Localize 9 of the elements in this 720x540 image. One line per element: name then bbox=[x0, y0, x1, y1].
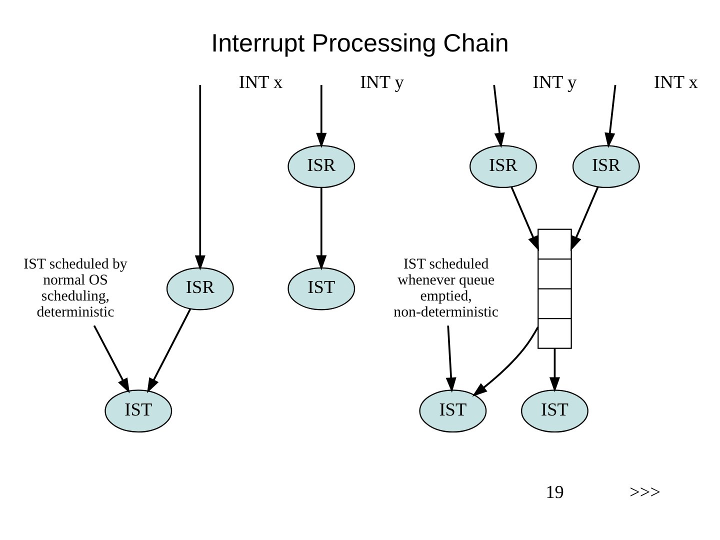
label: 19 bbox=[546, 482, 564, 502]
label: INT y bbox=[532, 72, 577, 92]
label: >>> bbox=[630, 482, 661, 502]
label: INT y bbox=[360, 72, 404, 92]
label: INT x bbox=[654, 72, 698, 92]
node-text: IST scheduled whenever queue emptied, non-deterministic bbox=[394, 256, 498, 320]
diagram-title: Interrupt Processing Chain bbox=[211, 28, 509, 57]
node-text: IST scheduled by normal OS scheduling, deterministic bbox=[24, 256, 128, 320]
label: INT x bbox=[238, 72, 283, 92]
